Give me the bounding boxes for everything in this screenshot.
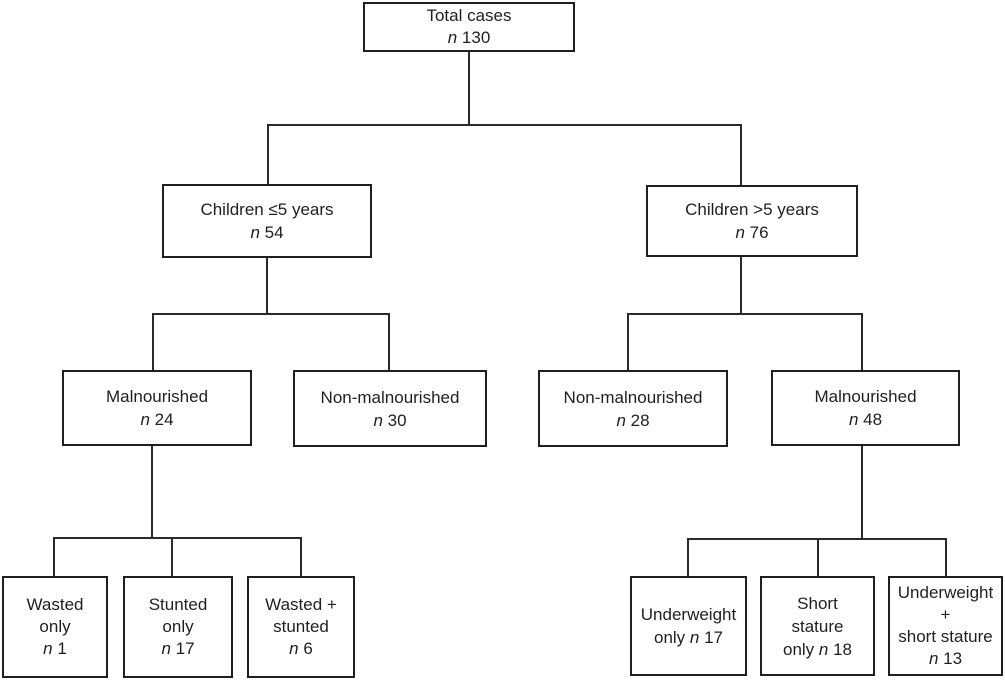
connector-malnourished-gt5-to-subtypes bbox=[687, 446, 947, 576]
connector-le5-to-nutrition-status bbox=[152, 258, 390, 370]
connector-total-to-age-groups bbox=[267, 52, 742, 185]
connector-gt5-to-nutrition-status bbox=[627, 257, 863, 370]
connector-malnourished-le5-to-subtypes bbox=[53, 446, 302, 576]
